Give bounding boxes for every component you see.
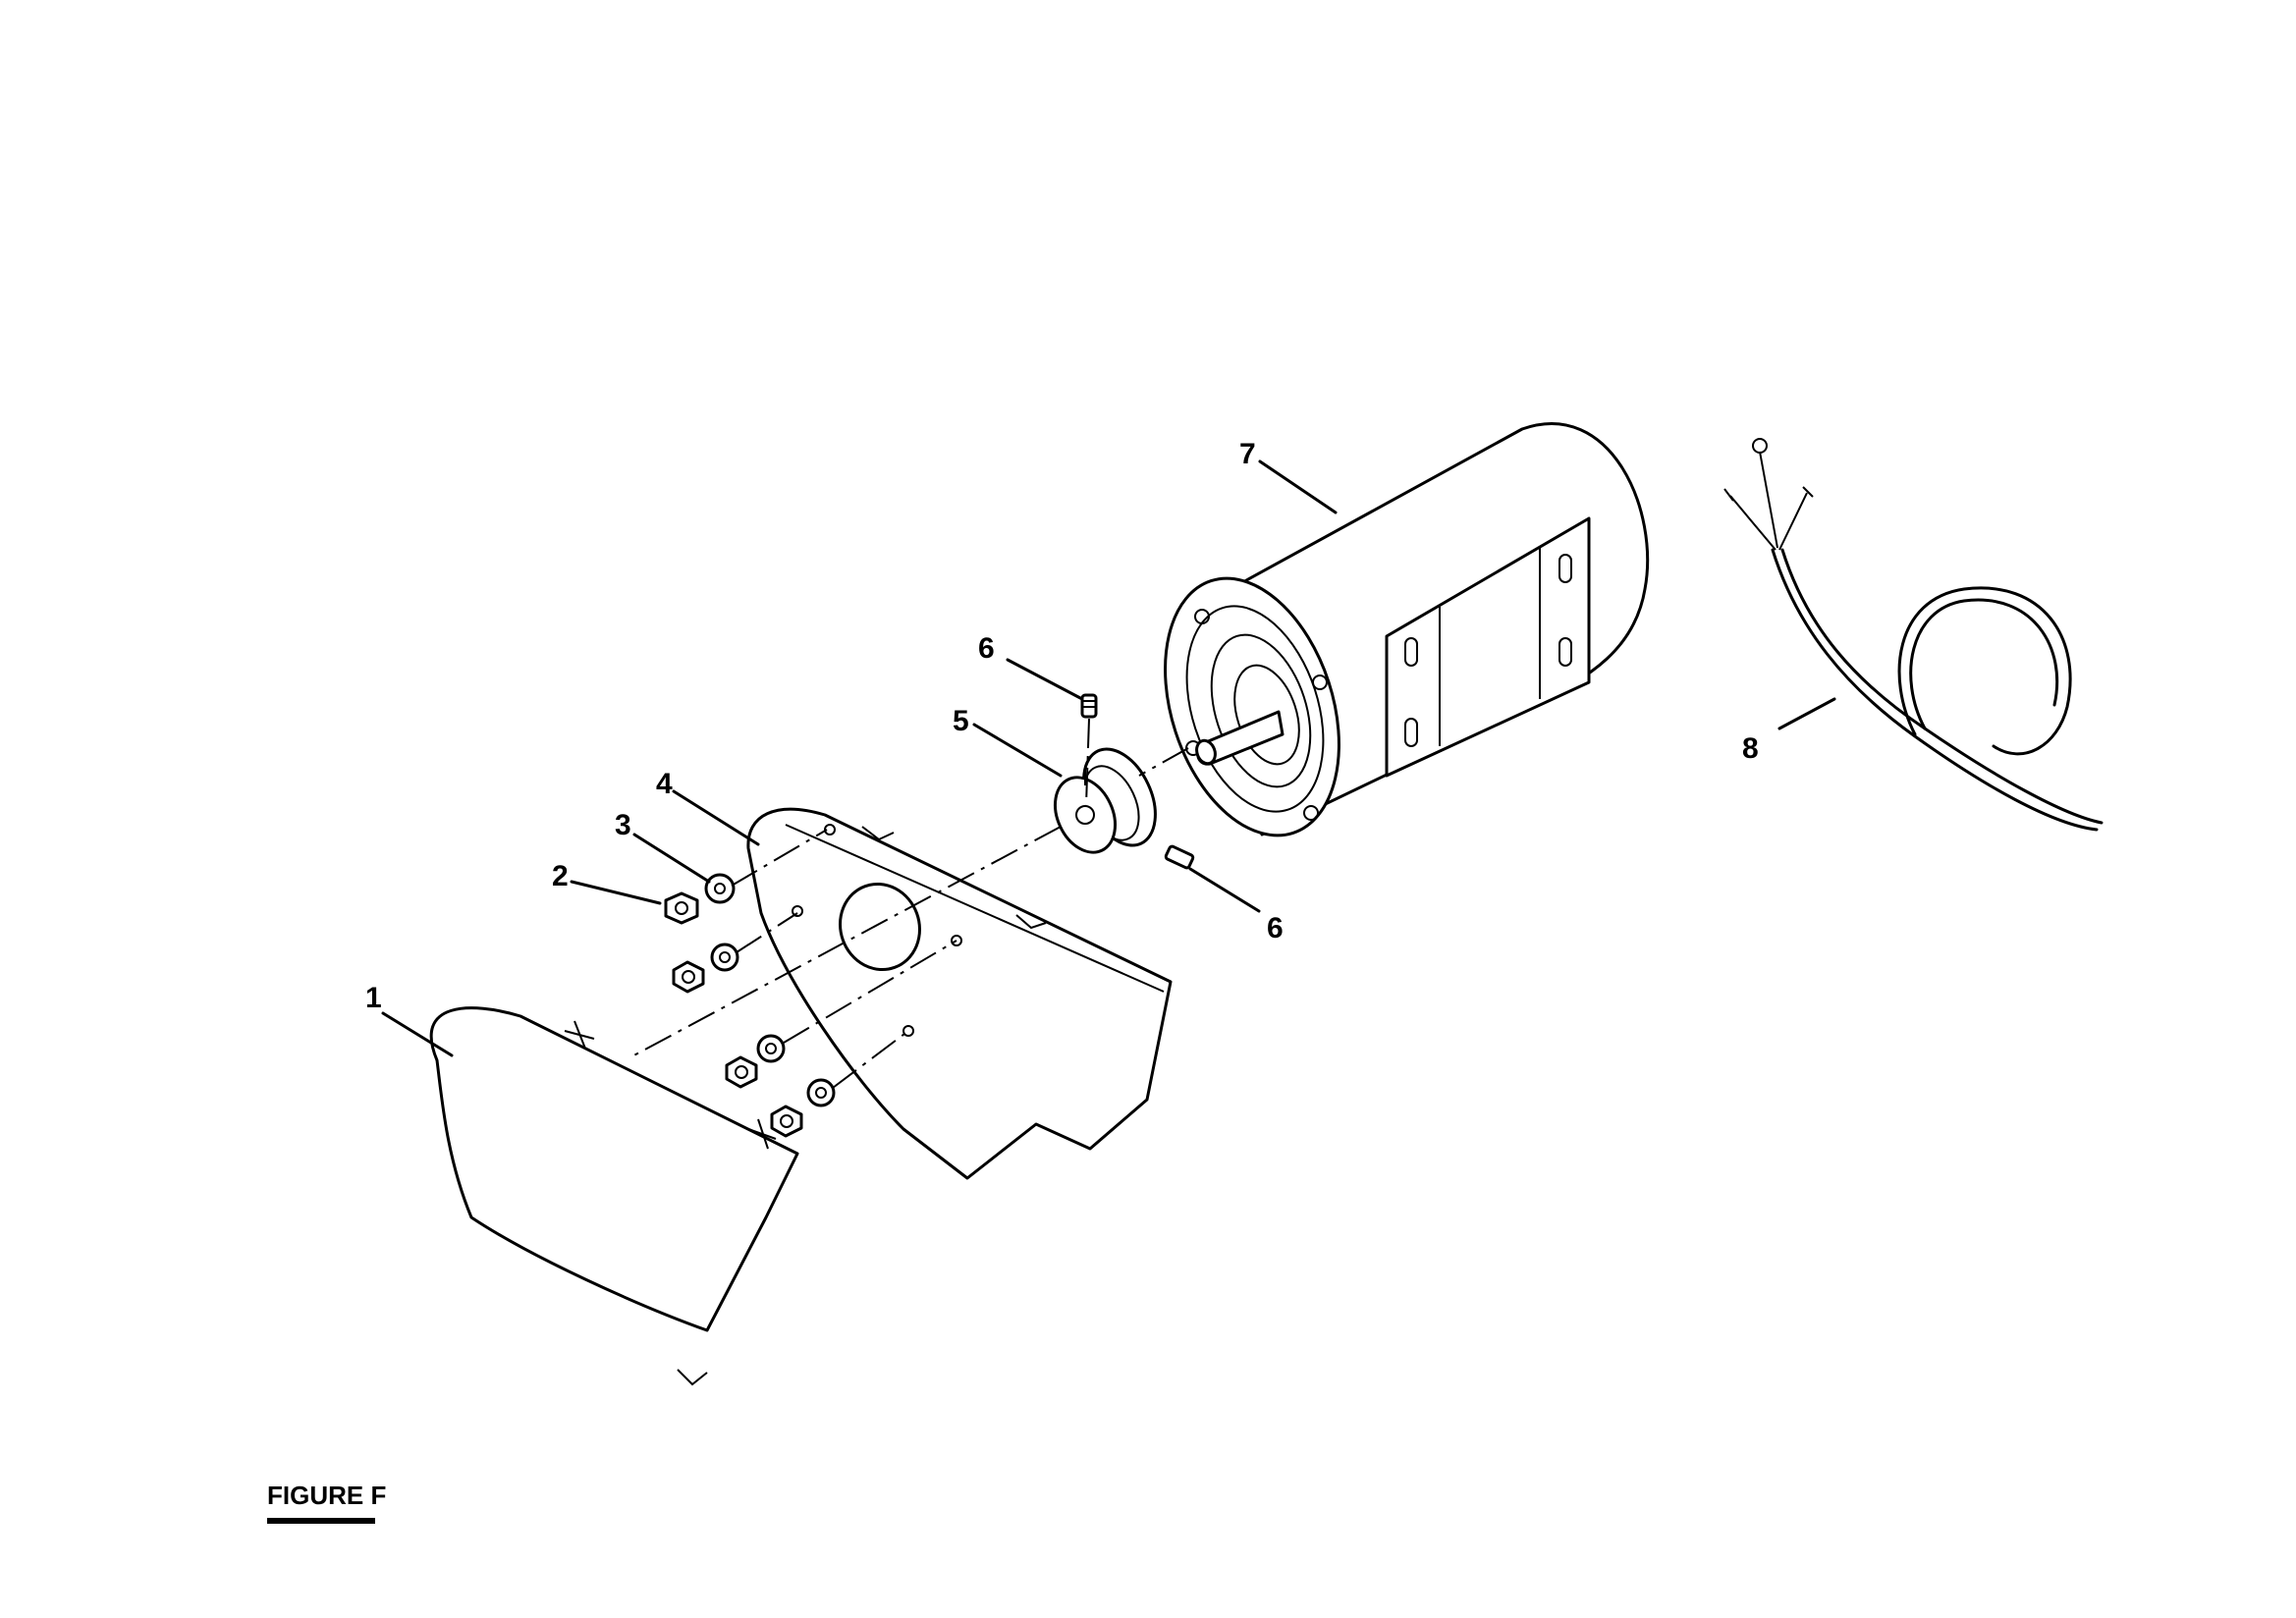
callout-numbers: 1 2 3 4 5 6 6 7 8	[365, 438, 1759, 1014]
set-screw-side-part	[1164, 844, 1195, 870]
callout-1: 1	[365, 982, 382, 1014]
figure-label: FIGURE F	[267, 1481, 386, 1510]
callout-7: 7	[1239, 438, 1256, 470]
callout-6-side: 6	[1267, 912, 1284, 944]
figure-caption: FIGURE F	[267, 1481, 386, 1524]
callout-4: 4	[656, 768, 673, 800]
callout-2: 2	[552, 860, 569, 892]
nut-part	[664, 891, 699, 925]
alignment-lines	[628, 718, 1189, 1089]
washer-part	[704, 873, 736, 904]
callout-3: 3	[615, 809, 631, 841]
callout-8: 8	[1742, 732, 1759, 765]
power-cord-part	[1723, 438, 2104, 832]
nut-washer-set	[672, 943, 836, 1138]
callout-6-top: 6	[978, 632, 995, 665]
rear-belt-guard-part	[746, 807, 1173, 1180]
figure-label-underline	[267, 1518, 375, 1524]
set-screw-top-part	[1080, 693, 1098, 719]
motor-part	[1164, 422, 1650, 837]
callout-leaders	[381, 459, 1836, 1057]
callout-5: 5	[953, 705, 969, 737]
pulley-part	[1054, 747, 1157, 854]
front-belt-guard-part	[429, 1006, 799, 1386]
